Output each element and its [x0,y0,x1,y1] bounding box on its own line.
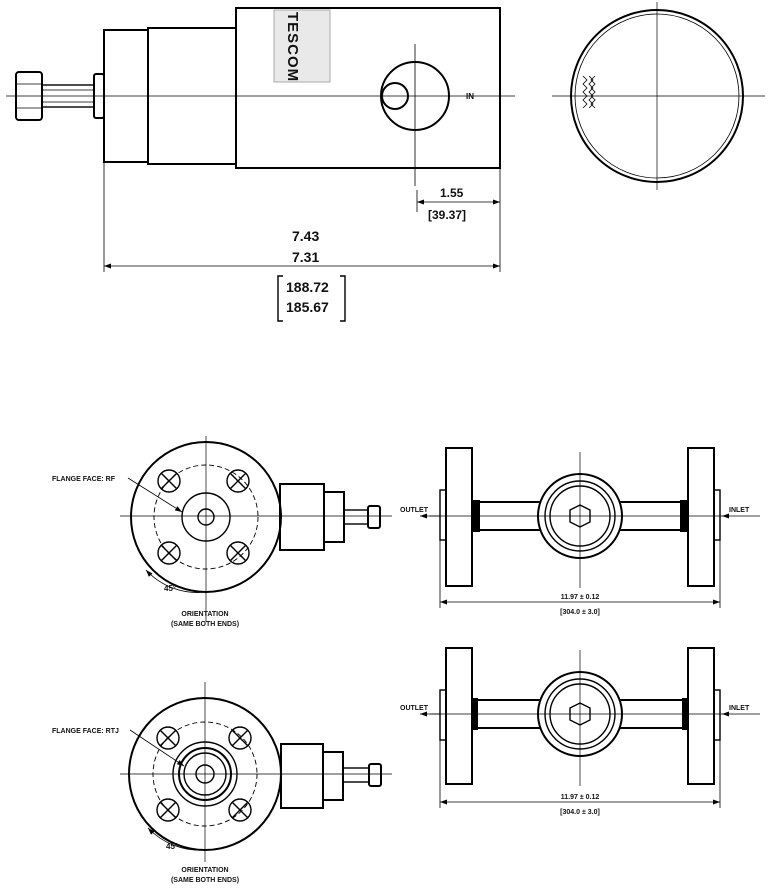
regulator-side-view: TESCOM IN 1.55 [39.37] 7.43 7.31 188.72 … [6,7,515,322]
flange-face-label: FLANGE FACE: RF [52,476,116,483]
orientation-label: ORIENTATION [181,867,228,874]
angle-label: 45° [164,584,176,593]
outlet-label: OUTLET [400,705,429,712]
orientation-sublabel: (SAME BOTH ENDS) [171,621,239,628]
stub-bonnet [322,751,344,801]
hex-bonnet [569,702,591,726]
angle-arc [147,827,206,851]
assembly-view-rf: OUTLET INLET 11.97 ± 0.12 [304.0 ± 3.0] [400,447,760,616]
hex-bonnet [569,504,591,528]
dim-length-metric-max: 188.72 [286,279,329,295]
raised-face [181,492,231,542]
dim-length-max: 7.43 [292,228,319,244]
bracket-right [340,275,346,322]
inlet-label: INLET [729,705,750,712]
assembly-view-rtj: OUTLET INLET 11.97 ± 0.12 [304.0 ± 3.0] [400,647,760,816]
length-dim-metric: [304.0 ± 3.0] [560,609,600,616]
orientation-label: ORIENTATION [181,611,228,618]
inlet-label: INLET [729,507,750,514]
orientation-view-rtj: 45° FLANGE FACE: RTJ ORIENTATION (SAME B… [52,682,392,884]
dim-length-min: 7.31 [292,249,319,265]
flange-face-leader [129,729,185,767]
bore [197,508,215,526]
stub-body [280,743,324,809]
regulator-body [537,671,623,757]
knurl-pattern [582,75,588,109]
regulator-body [537,473,623,559]
flange-face-label: FLANGE FACE: RTJ [52,728,119,735]
regulator-end-view [552,2,765,190]
stub-body [279,483,325,551]
logo-text: TESCOM [284,12,301,82]
stub-nut [367,505,381,529]
right-flange [687,447,715,587]
bracket-left [277,275,283,322]
outlet-label: OUTLET [400,507,429,514]
length-dim-value: 11.97 ± 0.12 [561,594,600,601]
stub-bonnet [323,491,345,543]
ring-groove [178,747,232,801]
right-flange [687,647,715,785]
bolt-circle [152,721,258,827]
port-hole [381,82,409,110]
angle-arc [145,569,207,593]
dim-port-value: 1.55 [440,186,464,200]
angle-label: 45° [166,842,178,851]
orientation-sublabel: (SAME BOTH ENDS) [171,877,239,884]
dim-length-metric-min: 185.67 [286,299,329,315]
dim-port-metric: [39.37] [428,208,466,222]
left-flange [445,447,473,587]
ring-groove-outer [172,741,238,807]
inlet-mark: IN [466,92,474,101]
left-flange [445,647,473,785]
orientation-view-rf: 45° FLANGE FACE: RF ORIENTATION (SAME BO… [52,436,392,628]
length-dim-metric: [304.0 ± 3.0] [560,809,600,816]
flange-face-leader [127,477,183,513]
stub-nut [368,763,382,787]
length-dim-value: 11.97 ± 0.12 [561,794,600,801]
logo: TESCOM [273,9,331,83]
bore [195,764,215,784]
main-body [235,7,501,169]
bolt-circle [153,464,259,570]
